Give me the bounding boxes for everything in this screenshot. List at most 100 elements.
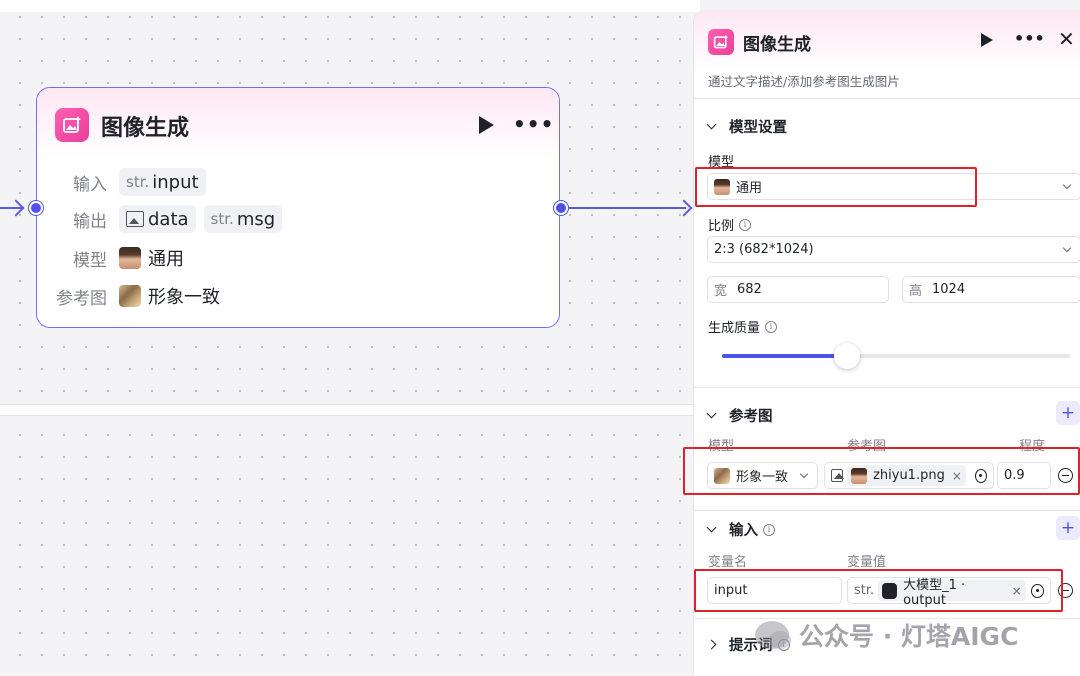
output-label: 输出: [73, 211, 107, 232]
node-title: 图像生成: [101, 116, 190, 141]
panel-title: 图像生成: [743, 35, 811, 55]
add-reference-button[interactable]: +: [1056, 401, 1080, 425]
col-header-degree: 程度: [1019, 439, 1046, 454]
incoming-wire: [0, 207, 24, 209]
node-row-ref: 参考图 形象一致: [37, 282, 220, 310]
image-type-icon: [126, 211, 144, 227]
image-type-icon: [831, 469, 845, 482]
divider: [694, 387, 1080, 388]
section-title: 输入: [729, 523, 758, 539]
node-output-port[interactable]: [554, 201, 568, 215]
quality-label-text: 生成质量: [708, 321, 761, 336]
ref-file-name: zhiyu1.png: [873, 468, 945, 483]
target-icon[interactable]: [1030, 583, 1044, 598]
output-msg-chip: str. msg: [203, 205, 283, 233]
remove-reference-button[interactable]: [1058, 468, 1073, 483]
close-icon[interactable]: ✕: [1058, 27, 1075, 51]
col-header-var-value: 变量值: [847, 555, 887, 570]
ratio-select[interactable]: 2:3 (682*1024): [707, 236, 1080, 263]
highlight-input: [694, 569, 1063, 612]
chevron-down-icon: [706, 522, 717, 533]
ref-value: 形象一致: [119, 283, 220, 309]
node-input-port[interactable]: [29, 201, 43, 215]
var-name-value: input: [714, 583, 748, 598]
ref-image-field[interactable]: zhiyu1.png ×: [824, 462, 994, 489]
watermark: 公众号 · 灯塔AIGC: [755, 617, 1018, 653]
panel-description: 通过文字描述/添加参考图生成图片: [708, 74, 900, 89]
divider: [694, 98, 1080, 99]
col-header-ref: 参考图: [847, 439, 887, 454]
panel-header: [694, 10, 1080, 70]
canvas-divider: [0, 404, 700, 416]
col-header-model: 模型: [708, 439, 735, 454]
ref-label: 参考图: [56, 288, 107, 309]
height-input[interactable]: 高 1024: [902, 276, 1080, 303]
quality-slider-fill: [722, 354, 848, 358]
str-type: str.: [126, 173, 150, 191]
ref-model-select[interactable]: 形象一致: [707, 462, 818, 489]
run-icon[interactable]: [981, 33, 993, 47]
add-input-button[interactable]: +: [1056, 516, 1080, 540]
highlight-model: [695, 167, 977, 207]
quality-label: 生成质量 i: [708, 317, 778, 336]
more-icon[interactable]: •••: [513, 112, 555, 136]
node-row-input: 输入 str. input: [37, 168, 214, 196]
remove-input-button[interactable]: [1058, 583, 1073, 598]
image-gen-icon: [55, 108, 89, 142]
input-label: 输入: [73, 174, 107, 195]
info-icon[interactable]: i: [777, 638, 790, 651]
height-value: 1024: [932, 282, 966, 297]
section-model-settings[interactable]: 模型设置: [706, 116, 787, 137]
ref-file-tag: zhiyu1.png ×: [847, 465, 966, 486]
outgoing-wire: [568, 207, 686, 209]
section-title: 提示词: [729, 638, 773, 654]
model-value: 通用: [119, 245, 184, 271]
wechat-logo-icon: [755, 621, 791, 649]
output-msg: msg: [236, 208, 276, 230]
info-icon[interactable]: i: [763, 523, 775, 536]
width-input[interactable]: 宽 682: [707, 276, 889, 303]
model-label: 模型: [73, 250, 107, 271]
degree-input[interactable]: 0.9: [997, 462, 1051, 489]
info-icon[interactable]: i: [765, 320, 778, 333]
node-settings-panel: 图像生成 ••• ✕ 通过文字描述/添加参考图生成图片 模型设置 模型 通用 比…: [693, 10, 1080, 676]
var-name-input[interactable]: input: [707, 577, 842, 604]
info-icon[interactable]: i: [739, 218, 752, 231]
input-chip: str. input: [119, 168, 206, 196]
section-prompt[interactable]: 提示词 i: [706, 634, 790, 655]
model-avatar: [714, 178, 730, 195]
more-icon[interactable]: •••: [1014, 29, 1045, 48]
section-reference[interactable]: 参考图: [706, 405, 773, 426]
image-gen-node[interactable]: 图像生成 ••• 输入 str. input 输出 data str. msg …: [36, 87, 560, 328]
quality-slider-thumb[interactable]: [834, 343, 861, 369]
remove-icon[interactable]: ×: [1011, 583, 1022, 598]
divider: [694, 510, 1080, 511]
node-header: [37, 88, 559, 158]
model-select[interactable]: 通用: [707, 173, 1080, 200]
remove-icon[interactable]: ×: [951, 468, 962, 483]
robot-icon: [882, 582, 898, 599]
height-key: 高: [909, 284, 923, 299]
chevron-down-icon: [1062, 180, 1072, 190]
str-type: str.: [854, 583, 875, 598]
quality-slider[interactable]: [722, 354, 1070, 358]
model-avatar: [119, 247, 141, 269]
chevron-down-icon: [1062, 243, 1072, 253]
section-title: 模型设置: [729, 120, 787, 136]
var-value-field[interactable]: str. 大模型_1 · output ×: [847, 577, 1051, 608]
run-icon[interactable]: [479, 116, 494, 134]
model-name: 通用: [148, 249, 184, 270]
input-var: input: [152, 171, 199, 193]
chevron-right-icon: [706, 639, 717, 650]
col-header-var-name: 变量名: [708, 555, 748, 570]
node-row-output: 输出 data str. msg: [37, 205, 290, 233]
ratio-label-text: 比例: [708, 219, 735, 234]
ratio-label: 比例 i: [708, 215, 752, 234]
section-title: 参考图: [729, 409, 773, 425]
model-select-value: 通用: [736, 181, 763, 196]
chevron-down-icon: [706, 119, 717, 130]
target-icon[interactable]: [974, 468, 987, 483]
watermark-text: 公众号 · 灯塔AIGC: [799, 622, 1019, 651]
ref-avatar: [119, 285, 141, 307]
section-input[interactable]: 输入 i: [706, 519, 775, 540]
